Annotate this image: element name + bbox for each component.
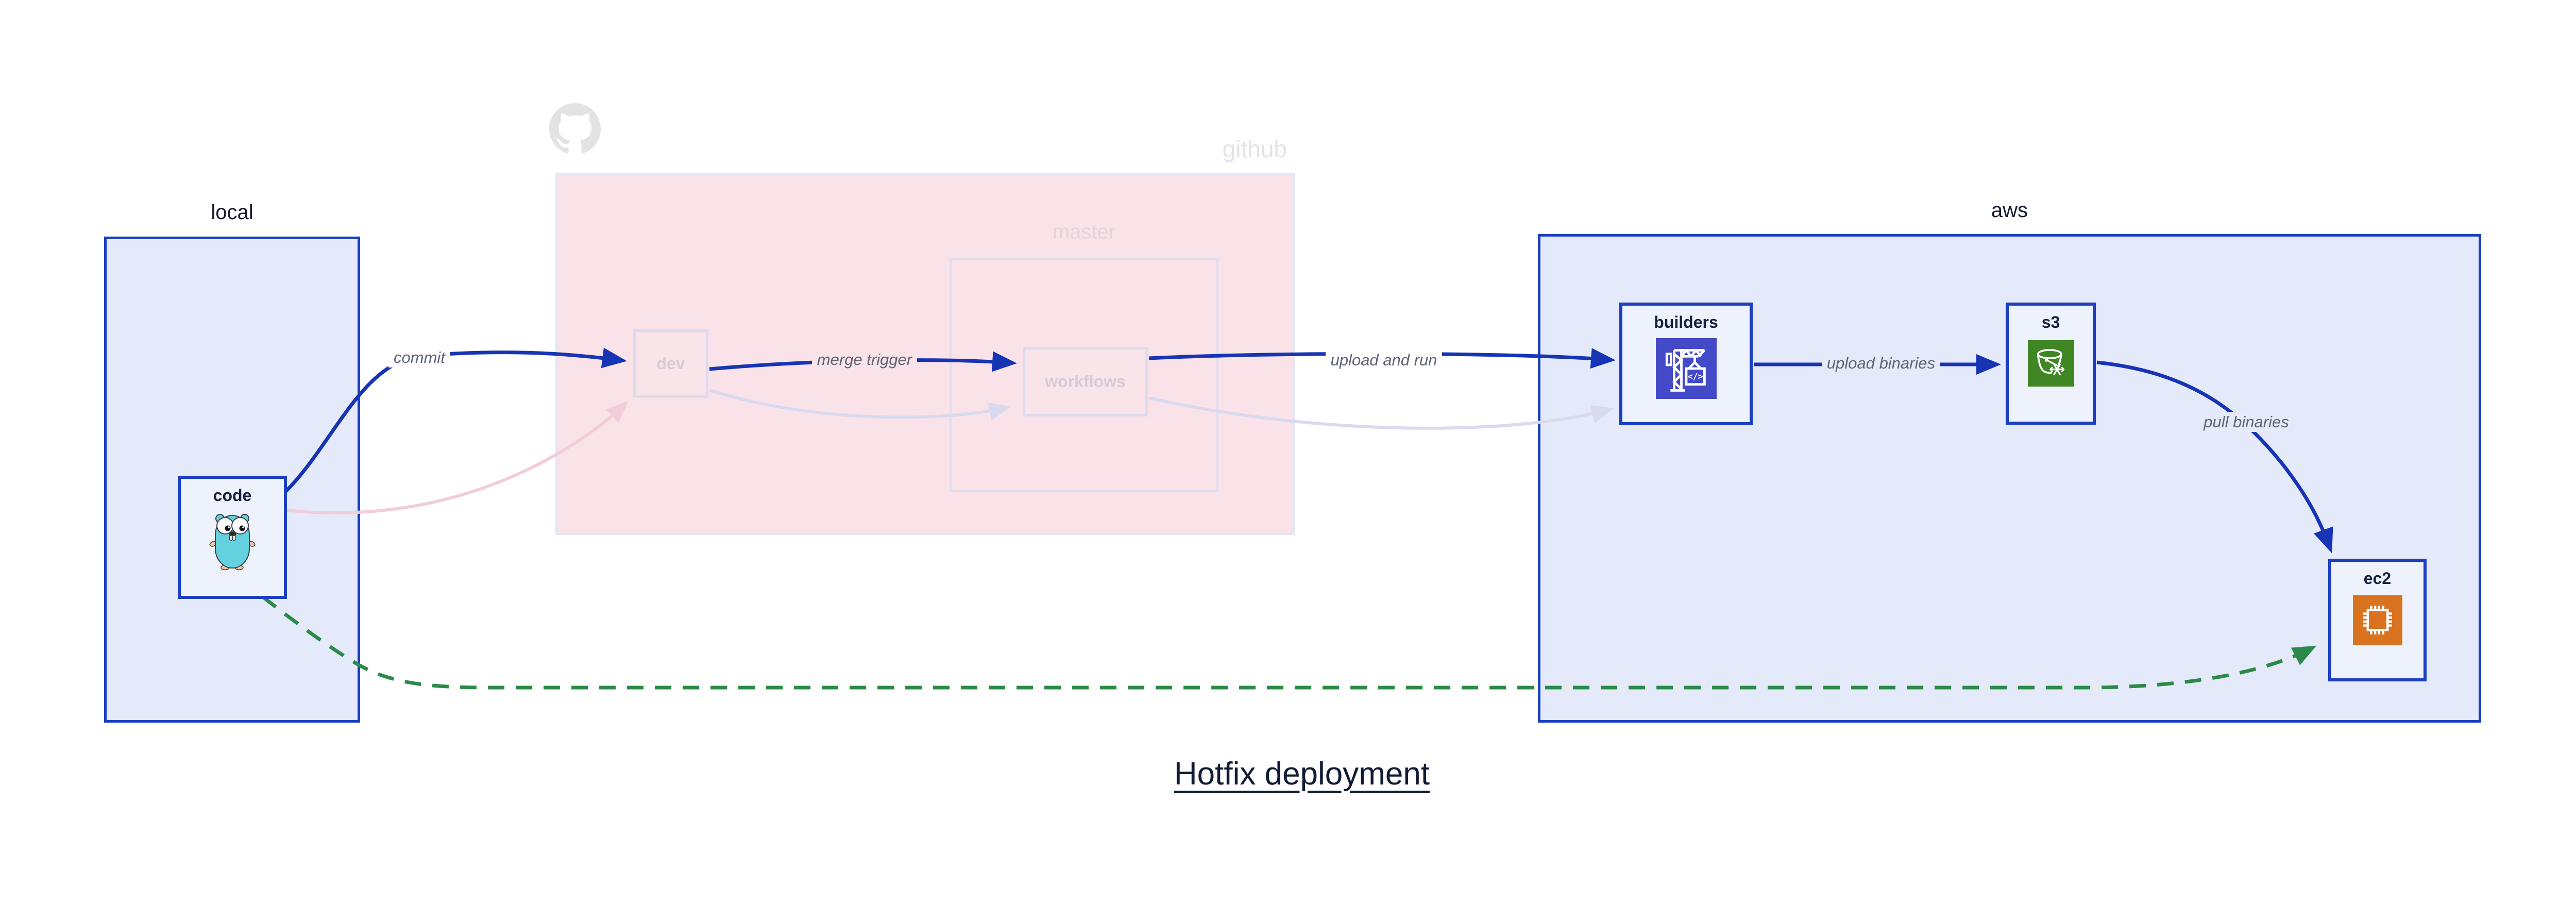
edge-label-merge-trigger: merge trigger <box>787 349 942 370</box>
code-node-label: code <box>213 486 252 505</box>
ec2-node-label: ec2 <box>2363 569 2392 588</box>
edge-label-pull-binaries: pull binaries <box>2169 412 2324 432</box>
edge-faded-dev-workflows <box>709 389 1011 421</box>
workflows-node-label: workflows <box>1045 372 1126 391</box>
node-s3: s3 <box>2006 303 2096 425</box>
node-code: code <box>178 476 287 599</box>
local-group-label: local <box>211 201 253 224</box>
svg-text:</>: </> <box>1687 372 1703 381</box>
github-octocat-icon <box>549 103 601 157</box>
github-group-label: github <box>1222 136 1287 162</box>
go-gopher-icon <box>207 511 258 574</box>
node-builders: builders </> <box>1619 303 1753 425</box>
aws-ec2-icon <box>2352 595 2402 645</box>
node-ec2: ec2 <box>2328 559 2427 681</box>
edge-faded-code-dev <box>286 400 629 515</box>
s3-node-label: s3 <box>2041 313 2060 331</box>
node-dev: dev <box>633 329 708 398</box>
edge-faded-workflows-builders <box>1148 396 1614 430</box>
node-workflows: workflows <box>1023 347 1148 416</box>
aws-codebuild-icon: </> <box>1655 338 1717 399</box>
builders-node-label: builders <box>1654 313 1718 331</box>
edge-pull-binaries <box>2096 360 2333 554</box>
edge-label-upload-binaries: upload binaries <box>1804 353 1958 373</box>
master-group-label: master <box>1052 221 1116 243</box>
aws-s3-glacier-icon <box>2027 340 2074 387</box>
aws-group-label: aws <box>1991 199 2028 222</box>
edge-label-upload-and-run: upload and run <box>1307 350 1461 370</box>
edge-label-commit: commit <box>342 347 497 368</box>
edge-hotfix-green <box>261 595 2317 690</box>
diagram-title: Hotfix deployment <box>1174 756 1430 792</box>
edge-commit <box>283 347 627 494</box>
dev-node-label: dev <box>656 354 685 373</box>
